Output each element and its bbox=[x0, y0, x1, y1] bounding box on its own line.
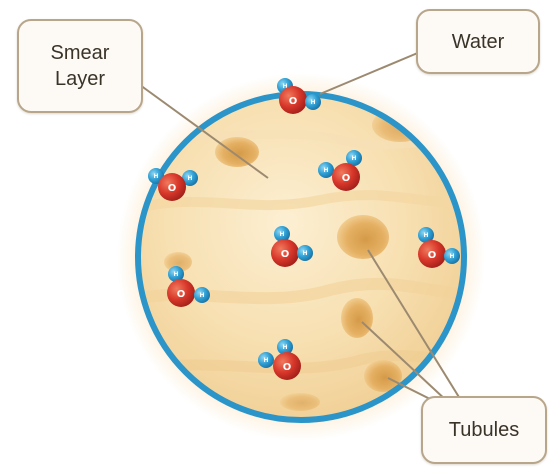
hydrogen-atom-symbol: H bbox=[173, 271, 178, 278]
hydrogen-atom: H bbox=[305, 94, 321, 110]
hydrogen-atom: H bbox=[444, 248, 460, 264]
oxygen-atom-symbol: O bbox=[177, 289, 186, 300]
hydrogen-atom-symbol: H bbox=[423, 232, 428, 239]
hydrogen-atom-symbol: H bbox=[323, 167, 328, 174]
oxygen-atom-symbol: O bbox=[289, 96, 298, 107]
hydrogen-atom: H bbox=[297, 245, 313, 261]
water-label-text: Water bbox=[452, 29, 505, 55]
smear-layer-label: Smear Layer bbox=[17, 19, 143, 113]
hydrogen-atom-symbol: H bbox=[302, 250, 307, 257]
oxygen-atom: O bbox=[167, 279, 195, 307]
hydrogen-atom-symbol: H bbox=[351, 155, 356, 162]
oxygen-atom-symbol: O bbox=[342, 173, 351, 184]
water-label: Water bbox=[416, 9, 540, 74]
oxygen-atom-symbol: O bbox=[281, 249, 290, 260]
oxygen-atom: O bbox=[158, 173, 186, 201]
hydrogen-atom-symbol: H bbox=[282, 344, 287, 351]
smear-layer-label-line1: Smear bbox=[51, 40, 110, 66]
hydrogen-atom: H bbox=[258, 352, 274, 368]
hydrogen-atom-symbol: H bbox=[310, 99, 315, 106]
tubules-label-text: Tubules bbox=[449, 417, 519, 443]
hydrogen-atom: H bbox=[194, 287, 210, 303]
oxygen-atom: O bbox=[332, 163, 360, 191]
oxygen-atom: O bbox=[279, 86, 307, 114]
hydrogen-atom-symbol: H bbox=[279, 231, 284, 238]
tubules-label: Tubules bbox=[421, 396, 547, 464]
oxygen-atom: O bbox=[273, 352, 301, 380]
oxygen-atom-symbol: O bbox=[428, 250, 437, 261]
oxygen-atom-symbol: O bbox=[283, 362, 292, 373]
oxygen-atom: O bbox=[271, 239, 299, 267]
oxygen-atom: O bbox=[418, 240, 446, 268]
hydrogen-atom-symbol: H bbox=[153, 173, 158, 180]
hydrogen-atom-symbol: H bbox=[187, 175, 192, 182]
hydrogen-atom-symbol: H bbox=[199, 292, 204, 299]
hydrogen-atom-symbol: H bbox=[263, 357, 268, 364]
hydrogen-atom-symbol: H bbox=[449, 253, 454, 260]
smear-layer-label-line2: Layer bbox=[55, 66, 105, 92]
hydrogen-atom: H bbox=[318, 162, 334, 178]
oxygen-atom-symbol: O bbox=[168, 183, 177, 194]
